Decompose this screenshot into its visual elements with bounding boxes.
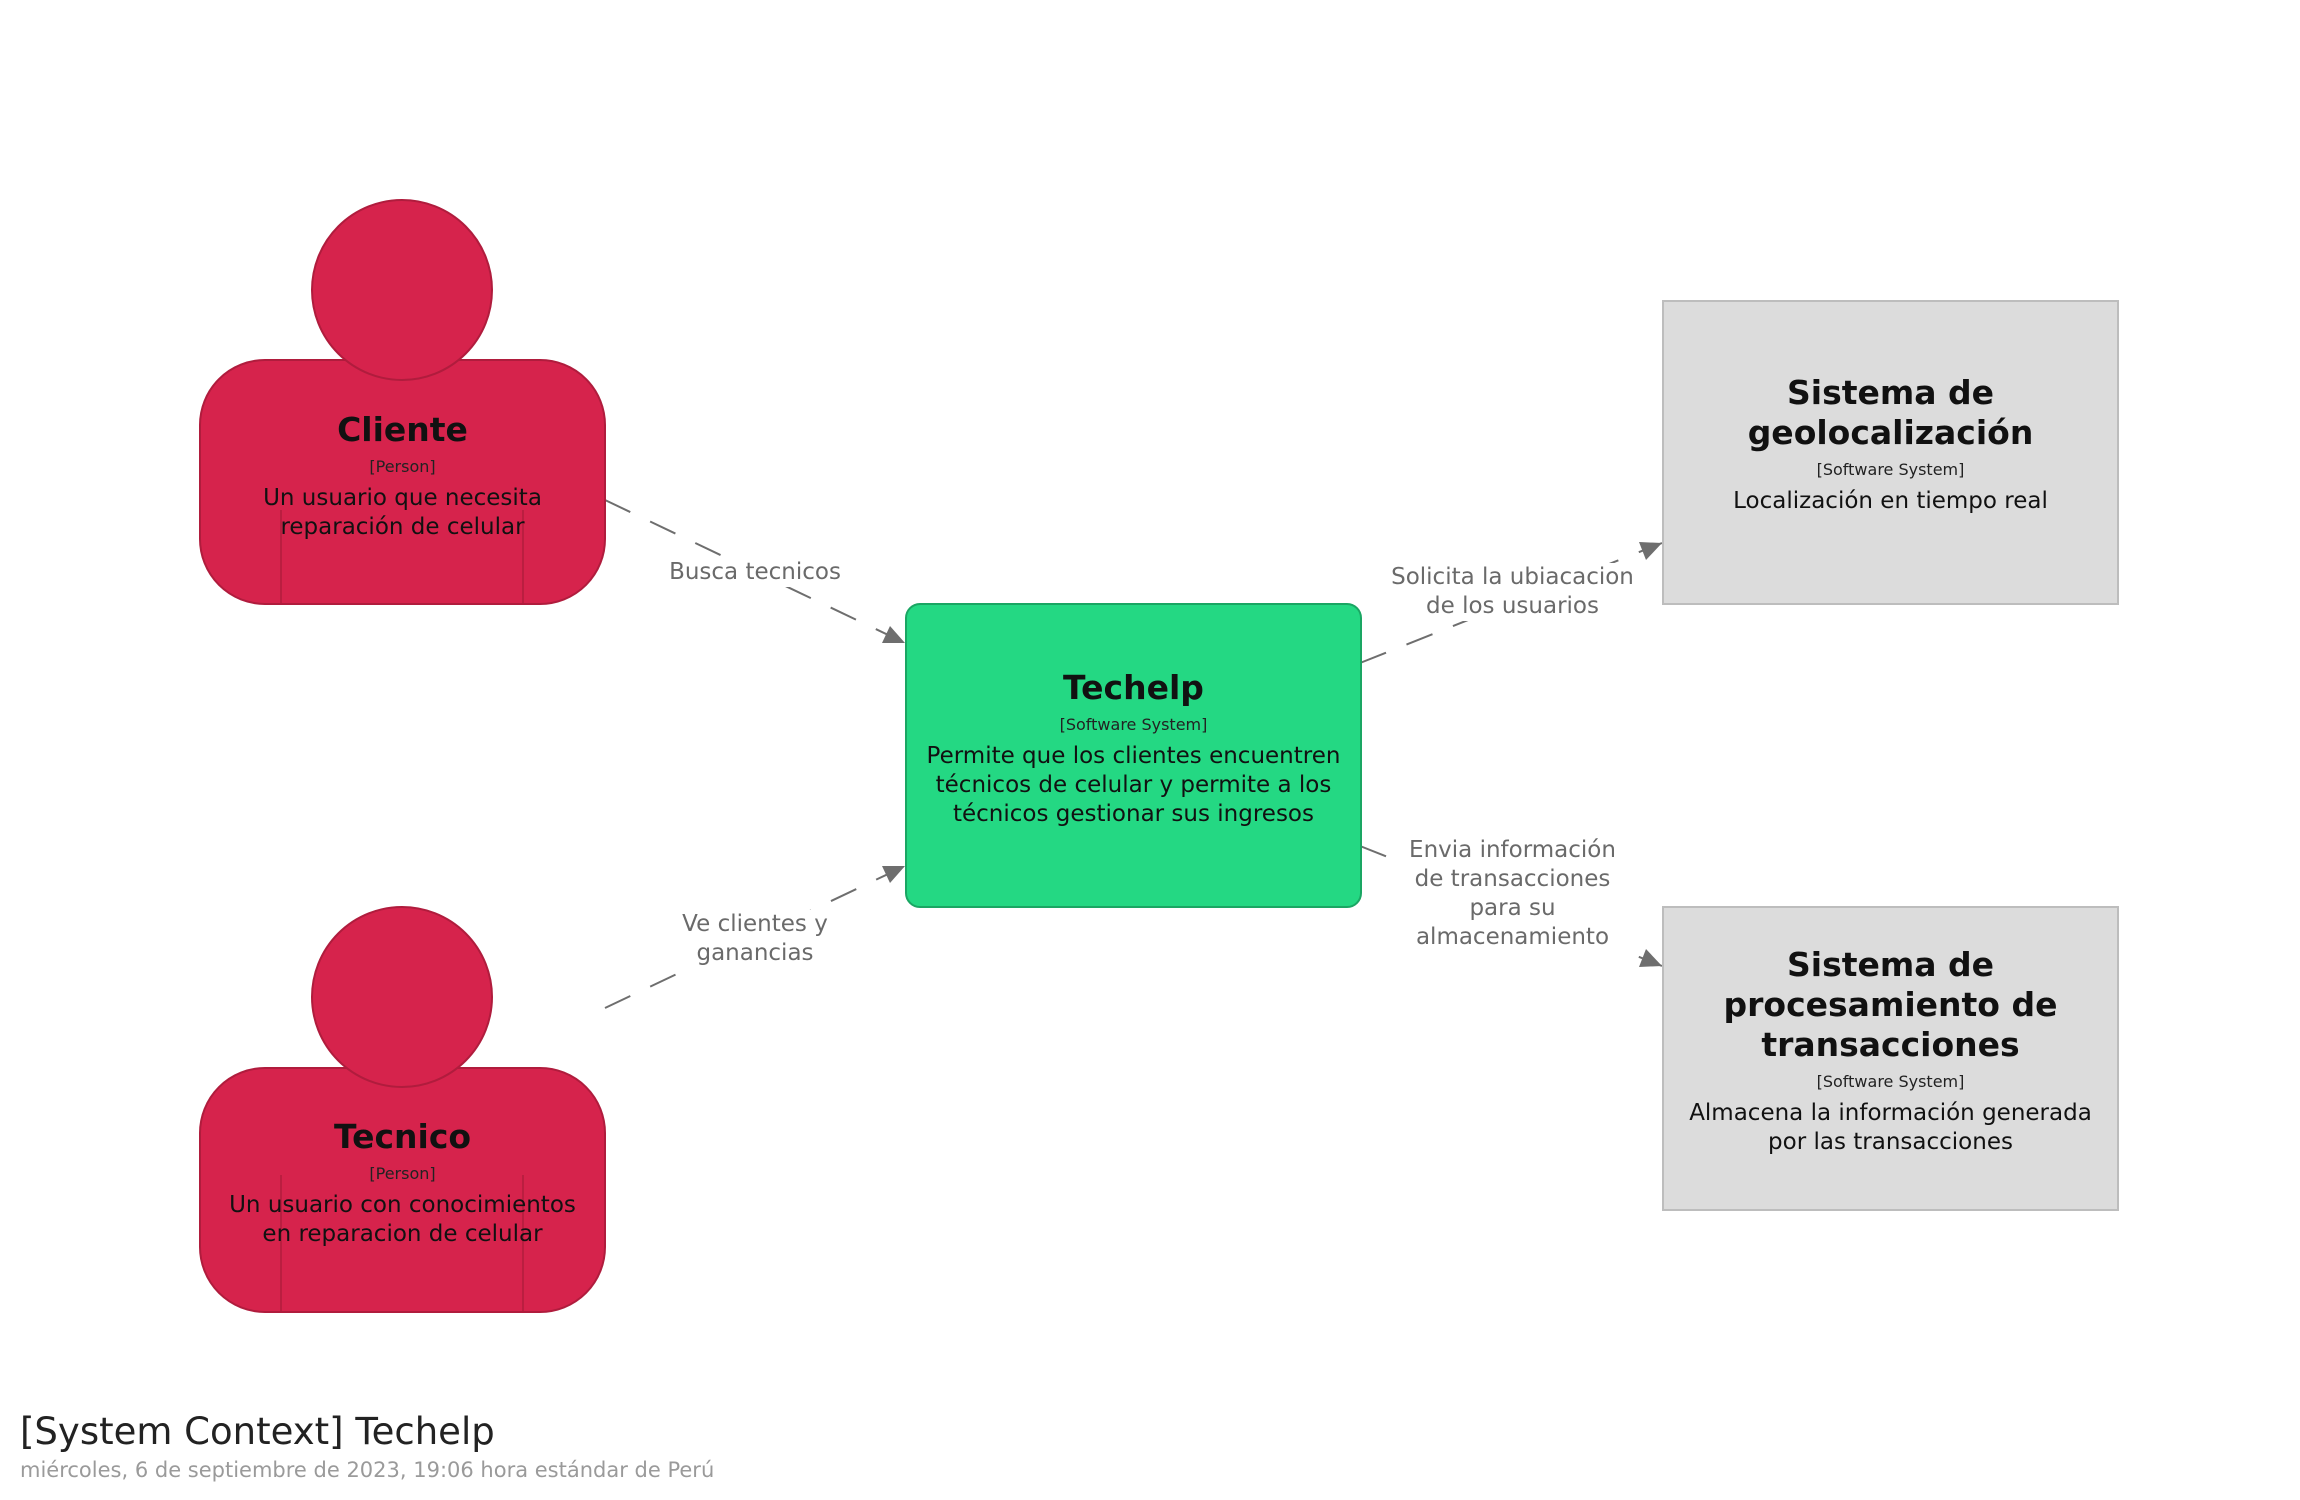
person-head-icon (311, 906, 493, 1088)
person-cliente[interactable] (199, 199, 606, 605)
person-head-icon (311, 199, 493, 381)
node-name: Tecnico (333, 1117, 472, 1156)
edge-label-ve-clientes: Ve clientes y ganancias (660, 910, 850, 968)
node-type: [Software System] (1816, 460, 1965, 479)
system-geolocalizacion[interactable] (1662, 300, 2119, 605)
node-description: Un usuario con conocimientos en reparaci… (229, 1192, 576, 1247)
system-techelp[interactable] (905, 603, 1362, 908)
node-description: Almacena la información generada por las… (1689, 1100, 2092, 1155)
node-name: Cliente (337, 410, 468, 449)
node-text-cliente: Cliente [Person] Un usuario que necesita… (245, 410, 560, 542)
edge-label-solicita-ubicacion: Solicita la ubiacacion de los usuarios (1390, 563, 1635, 621)
node-type: [Person] (369, 1164, 436, 1183)
node-name: Sistema de procesamiento de transaccione… (1723, 945, 2058, 1064)
diagram-title: [System Context] Techelp (20, 1410, 495, 1453)
arrowhead-icon (882, 626, 905, 643)
node-type: [Software System] (1816, 1072, 1965, 1091)
arrowhead-icon (1639, 949, 1662, 967)
person-tecnico[interactable] (199, 906, 606, 1313)
node-description: Un usuario que necesita reparación de ce… (263, 485, 542, 540)
node-description: Permite que los clientes encuentren técn… (926, 743, 1341, 827)
node-name: Techelp (1063, 668, 1204, 707)
node-name: Sistema de geolocalización (1747, 373, 2034, 452)
node-text-tecnico: Tecnico [Person] Un usuario con conocimi… (225, 1117, 580, 1249)
node-text-geolocalizacion: Sistema de geolocalización [Software Sys… (1700, 373, 2081, 516)
edge-label-envia-transacciones: Envia información de transacciones para … (1400, 836, 1625, 952)
node-type: [Software System] (1059, 715, 1208, 734)
node-text-transacciones: Sistema de procesamiento de transaccione… (1683, 945, 2098, 1157)
system-transacciones[interactable] (1662, 906, 2119, 1211)
node-description: Localización en tiempo real (1733, 488, 2048, 514)
edge-label-busca-tecnicos: Busca tecnicos (655, 558, 855, 587)
arrowhead-icon (882, 866, 905, 883)
diagram-subtitle: miércoles, 6 de septiembre de 2023, 19:0… (20, 1458, 715, 1482)
node-type: [Person] (369, 457, 436, 476)
node-text-techelp: Techelp [Software System] Permite que lo… (922, 668, 1345, 829)
arrowhead-icon (1639, 542, 1662, 560)
